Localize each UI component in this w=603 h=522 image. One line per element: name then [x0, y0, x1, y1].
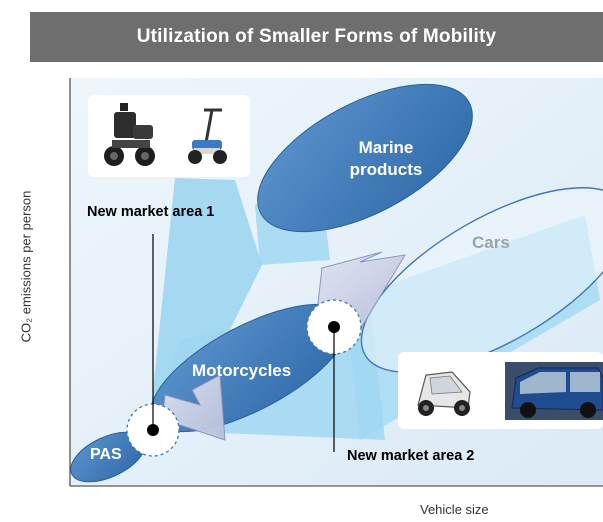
electric-standing-scooter-icon	[188, 108, 227, 164]
cars-region	[360, 187, 603, 373]
cars-label: Cars	[472, 233, 510, 252]
diagram-title: Utilization of Smaller Forms of Mobility	[136, 26, 497, 47]
marine-products-label: Marine products	[349, 138, 423, 179]
x-axis-label: Vehicle size	[420, 502, 489, 517]
small-ev-car-icon	[505, 362, 603, 420]
pas-label: PAS	[90, 446, 122, 463]
motorcycles-label: Motorcycles	[192, 361, 292, 380]
compact-ev-icon	[417, 371, 471, 416]
marine-region	[257, 83, 473, 233]
new-market-area-2-label: New market area 2	[347, 448, 475, 464]
title-bar: Utilization of Smaller Forms of Mobility	[30, 12, 603, 62]
y-axis-label: CO₂ emissions per person	[18, 190, 34, 343]
personal-mobility-scooter-icon	[104, 103, 155, 166]
new-market-area-1-label: New market area 1	[87, 204, 215, 220]
area1-beam	[150, 178, 262, 420]
